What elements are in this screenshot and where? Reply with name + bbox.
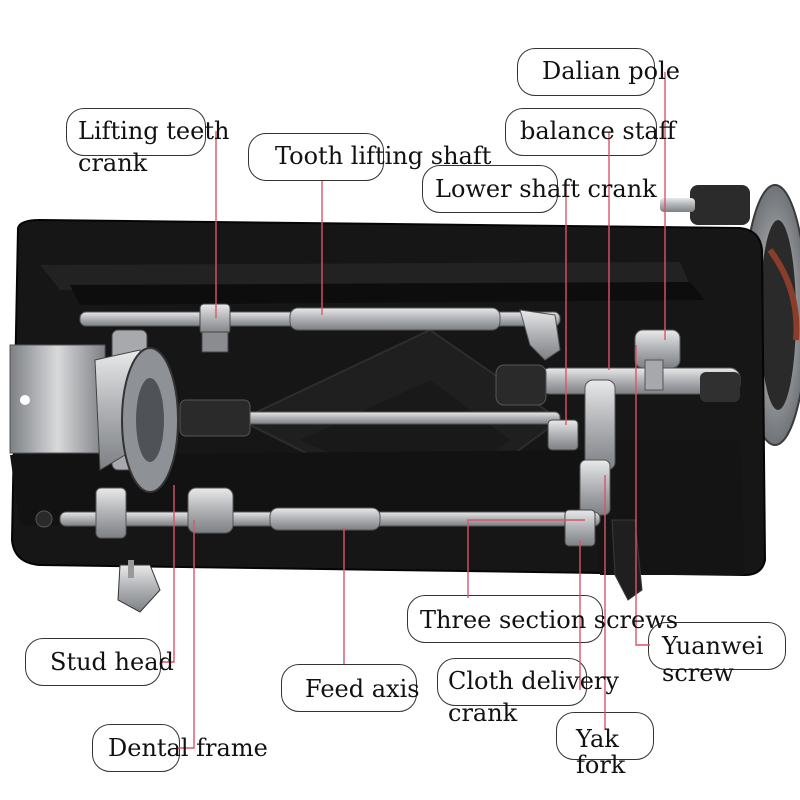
label-lifting-teeth-crank-line1: Lifting teeth [78, 117, 230, 145]
middle-shaft-part [179, 399, 561, 437]
callout-three-section-screws [407, 595, 603, 643]
callout-stud-head [25, 638, 161, 686]
callout-feed-axis [281, 664, 417, 712]
label-yak-fork-line1: Yak [576, 725, 619, 753]
callout-yuanwei-screw [648, 622, 786, 670]
label-stud-head: Stud head [50, 648, 174, 676]
label-cloth-delivery-crank-line1: Cloth delivery [448, 667, 619, 695]
label-yak-fork-line2: fork [576, 751, 626, 779]
label-dental-frame: Dental frame [108, 734, 268, 762]
label-yuanwei-screw-line1: Yuanwei [662, 632, 764, 660]
callout-cloth-delivery-crank [437, 658, 587, 706]
callout-dalian-pole [517, 48, 655, 96]
callout-balance-staff [505, 108, 657, 156]
callout-lifting-teeth-crank [66, 108, 206, 156]
feed-axis-part [35, 487, 643, 601]
label-tooth-lifting-shaft: Tooth lifting shaft [275, 142, 492, 170]
label-yuanwei-screw-line2: screw [662, 659, 734, 687]
presser-foot [117, 560, 161, 613]
callout-tooth-lifting-shaft [248, 133, 384, 181]
label-feed-axis: Feed axis [305, 675, 420, 703]
tooth-lifting-shaft-part [79, 303, 561, 361]
label-lower-shaft-crank: Lower shaft crank [435, 175, 657, 203]
needle-plate [9, 329, 179, 493]
callout-dental-frame [92, 724, 180, 772]
callout-lower-shaft-crank [422, 165, 558, 213]
label-three-section-screws: Three section screws [420, 606, 679, 634]
label-lifting-teeth-crank-line2: crank [78, 149, 148, 177]
label-dalian-pole: Dalian pole [542, 57, 680, 85]
label-balance-staff: balance staff [520, 117, 676, 145]
label-cloth-delivery-crank-line2: crank [448, 699, 518, 727]
